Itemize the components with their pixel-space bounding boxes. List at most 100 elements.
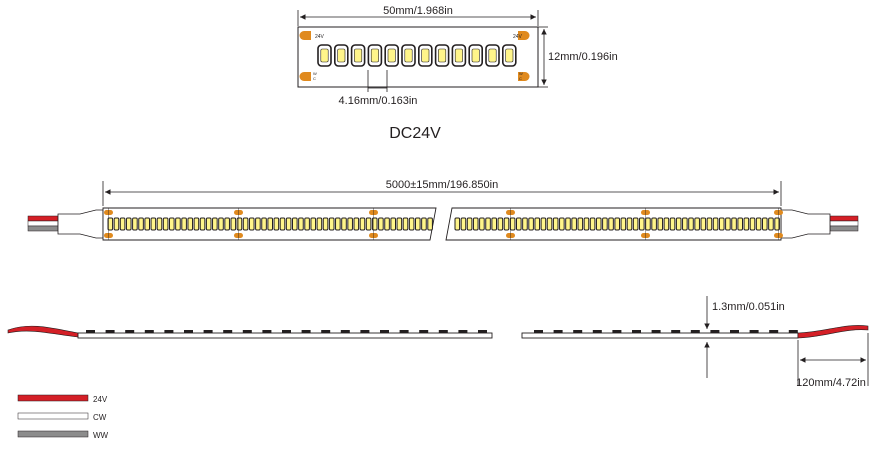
right-wire-cw — [829, 220, 859, 227]
segment-pad-side-label-c-right: C — [519, 76, 522, 81]
strip-led-rows — [104, 208, 783, 240]
segment-pitch-label: 4.16mm/0.163in — [339, 95, 418, 107]
strip-led-chip — [138, 217, 144, 231]
strip-led-chip — [774, 217, 780, 231]
strip-led-chip — [396, 217, 403, 231]
left-wire-ww — [27, 225, 59, 232]
strip-led-chip — [491, 217, 497, 231]
left-wire-cw — [27, 220, 59, 227]
strip-led-chip — [310, 217, 317, 231]
segment-led-chip — [384, 44, 400, 67]
strip-led-chip — [565, 217, 571, 231]
segment-led-chip — [367, 44, 383, 67]
right-end-cap — [780, 209, 831, 239]
side-led-chip — [125, 330, 135, 333]
strip-led-chip — [279, 217, 286, 231]
strip-led-chip — [384, 217, 390, 231]
strip-led-chip — [675, 217, 682, 231]
strip-cut-pad — [104, 208, 113, 240]
strip-led-chip — [651, 217, 657, 231]
strip-led-chip — [479, 217, 485, 231]
strip-led-chip — [669, 217, 676, 231]
side-led-chip — [458, 330, 468, 333]
segment-led-chip — [451, 44, 467, 67]
strip-led-chip — [639, 217, 645, 231]
strip-led-chip — [390, 217, 396, 231]
side-led-chip — [340, 330, 350, 333]
strip-cut-pad — [774, 208, 783, 240]
strip-led-chip — [497, 217, 504, 231]
side-led-chip — [360, 330, 370, 333]
strip-led-chip — [552, 217, 559, 231]
strip-led-chip — [322, 217, 329, 231]
side-led-chip — [632, 330, 641, 333]
segment-led-chip — [501, 44, 517, 67]
side-led-chip — [301, 330, 311, 333]
side-led-chip — [380, 330, 389, 333]
segment-pad-right-top — [518, 31, 530, 40]
strip-led-chip — [316, 217, 323, 231]
side-led-chip — [184, 330, 193, 333]
side-led-chip — [262, 330, 272, 333]
strip-led-chip — [267, 217, 273, 231]
side-led-row — [86, 330, 798, 333]
strip-led-chip — [614, 217, 621, 231]
strip-led-chip — [255, 217, 261, 231]
segment-led-row — [317, 44, 517, 67]
strip-led-chip — [119, 217, 126, 231]
strip-led-chip — [485, 217, 491, 231]
strip-led-chip — [522, 217, 528, 231]
side-led-chip — [788, 330, 798, 333]
strip-led-chip — [540, 217, 547, 231]
strip-led-chip — [353, 217, 360, 231]
strip-led-chip — [113, 217, 120, 231]
side-led-chip — [671, 330, 681, 333]
strip-led-chip — [743, 217, 750, 231]
strip-led-chip — [718, 217, 725, 231]
strip-led-chip — [125, 217, 132, 231]
strip-led-chip — [712, 217, 719, 231]
side-led-chip — [534, 330, 543, 333]
side-led-chip — [282, 330, 291, 333]
strip-led-chip — [737, 217, 744, 231]
legend-label-ww: WW — [93, 431, 109, 440]
strip-led-chip — [107, 217, 114, 231]
legend-swatch-cw — [17, 412, 89, 420]
strip-led-chip — [589, 217, 596, 231]
side-lead-wire-right — [797, 325, 869, 339]
side-led-chip — [690, 330, 700, 333]
strip-led-chip — [706, 217, 713, 231]
segment-led-chip — [417, 44, 433, 67]
strip-led-chip — [218, 217, 224, 231]
segment-pad-side-label-w: W — [313, 71, 317, 76]
strip-led-chip — [181, 217, 187, 231]
strip-led-chip — [187, 217, 194, 231]
left-lead-wires — [27, 209, 104, 239]
side-led-chip — [730, 330, 739, 333]
strip-led-chip — [378, 217, 384, 231]
right-wire-ww — [829, 225, 859, 232]
strip-led-chip — [236, 217, 243, 231]
segment-pad-left-top — [299, 31, 311, 40]
strip-cut-pad — [506, 208, 515, 240]
side-led-chip — [203, 330, 213, 333]
side-led-chip — [164, 330, 174, 333]
strip-led-chip — [292, 217, 298, 231]
strip-led-chip — [261, 217, 267, 231]
strip-cut-pad — [369, 208, 378, 240]
strip-led-chip — [571, 217, 577, 231]
segment-led-chip — [434, 44, 450, 67]
segment-led-chip — [401, 44, 416, 67]
legend-swatch-24v — [17, 394, 89, 402]
strip-led-chip — [421, 217, 427, 231]
strip-led-chip — [328, 217, 335, 231]
strip-led-chip — [415, 217, 421, 231]
strip-led-chip — [663, 217, 670, 231]
segment-pad-right-bottom — [518, 72, 530, 81]
strip-led-chip — [205, 217, 212, 231]
left-end-cap — [57, 209, 104, 239]
side-led-chip — [321, 330, 331, 333]
side-board-left — [77, 332, 493, 339]
right-wire-24v — [829, 215, 859, 222]
